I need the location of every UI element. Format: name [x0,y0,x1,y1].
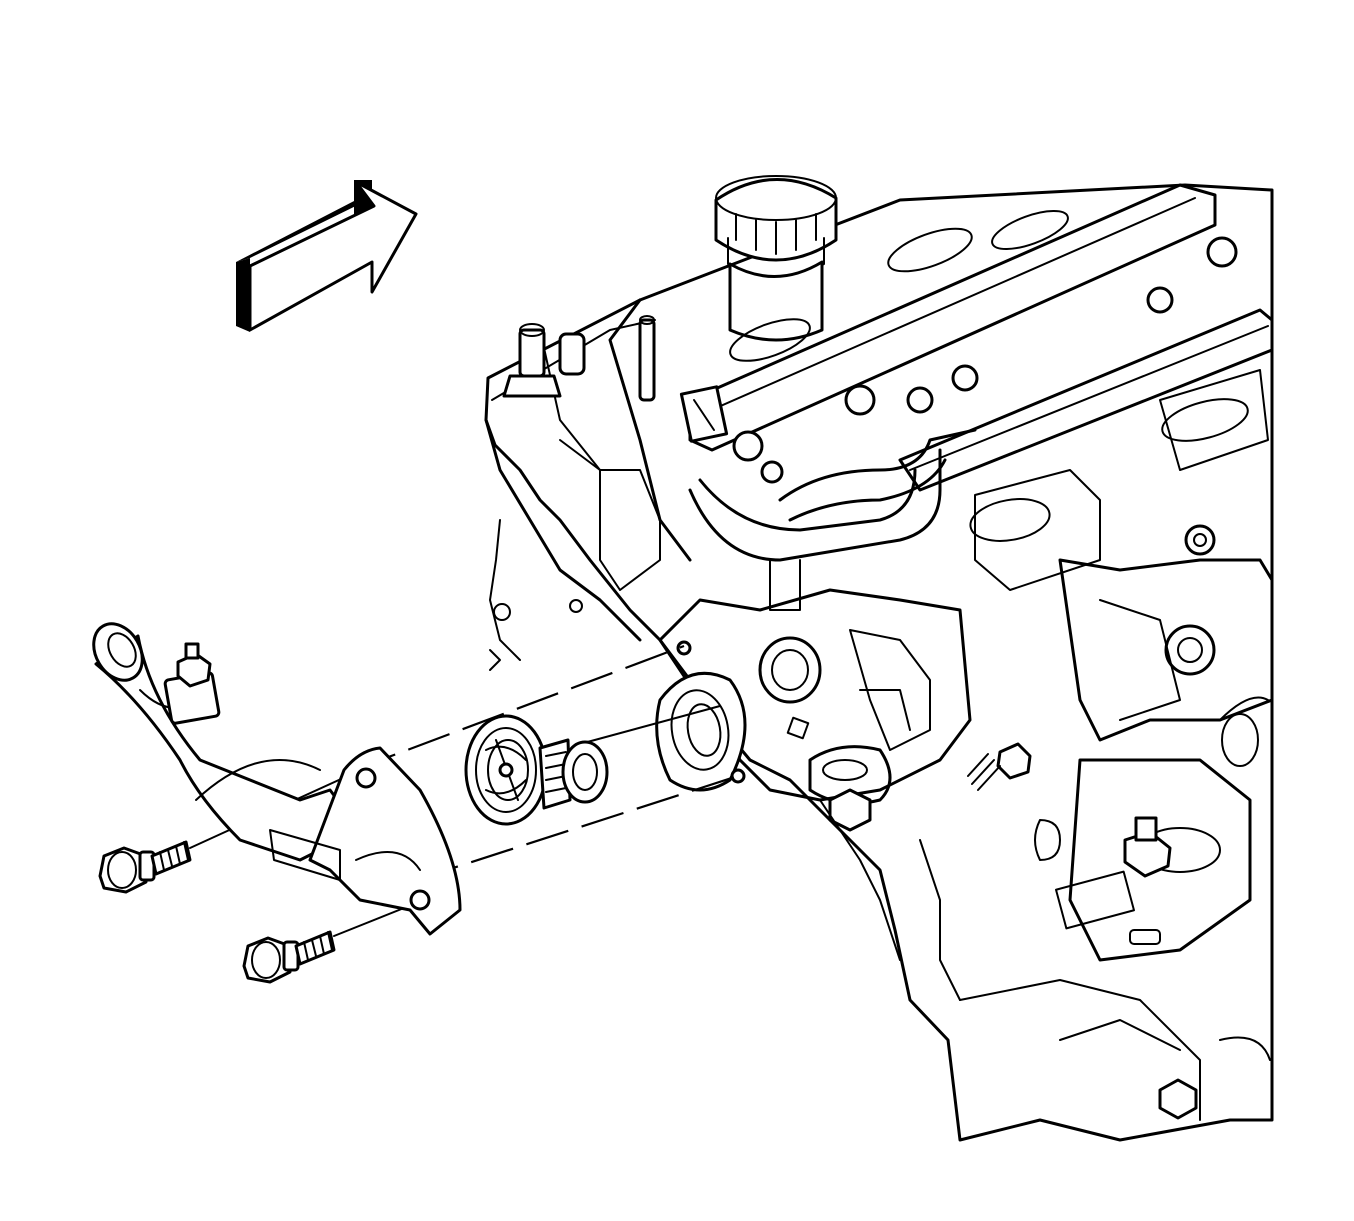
housing-bolt-upper [98,840,192,894]
stud-bolt [502,323,562,398]
thermostat [464,714,609,826]
engine-block [484,175,1274,1142]
bracket-bolt [1123,816,1172,878]
injector-top [732,236,1238,484]
oil-fill-cap [714,175,838,342]
sensor-boss [163,642,221,725]
housing-bolt-lower [242,930,336,984]
coolant-outlet-housing [92,622,462,936]
thermostat-housing-seat [655,640,747,792]
side-stud [967,742,1032,791]
front-direction-arrow [236,180,418,332]
